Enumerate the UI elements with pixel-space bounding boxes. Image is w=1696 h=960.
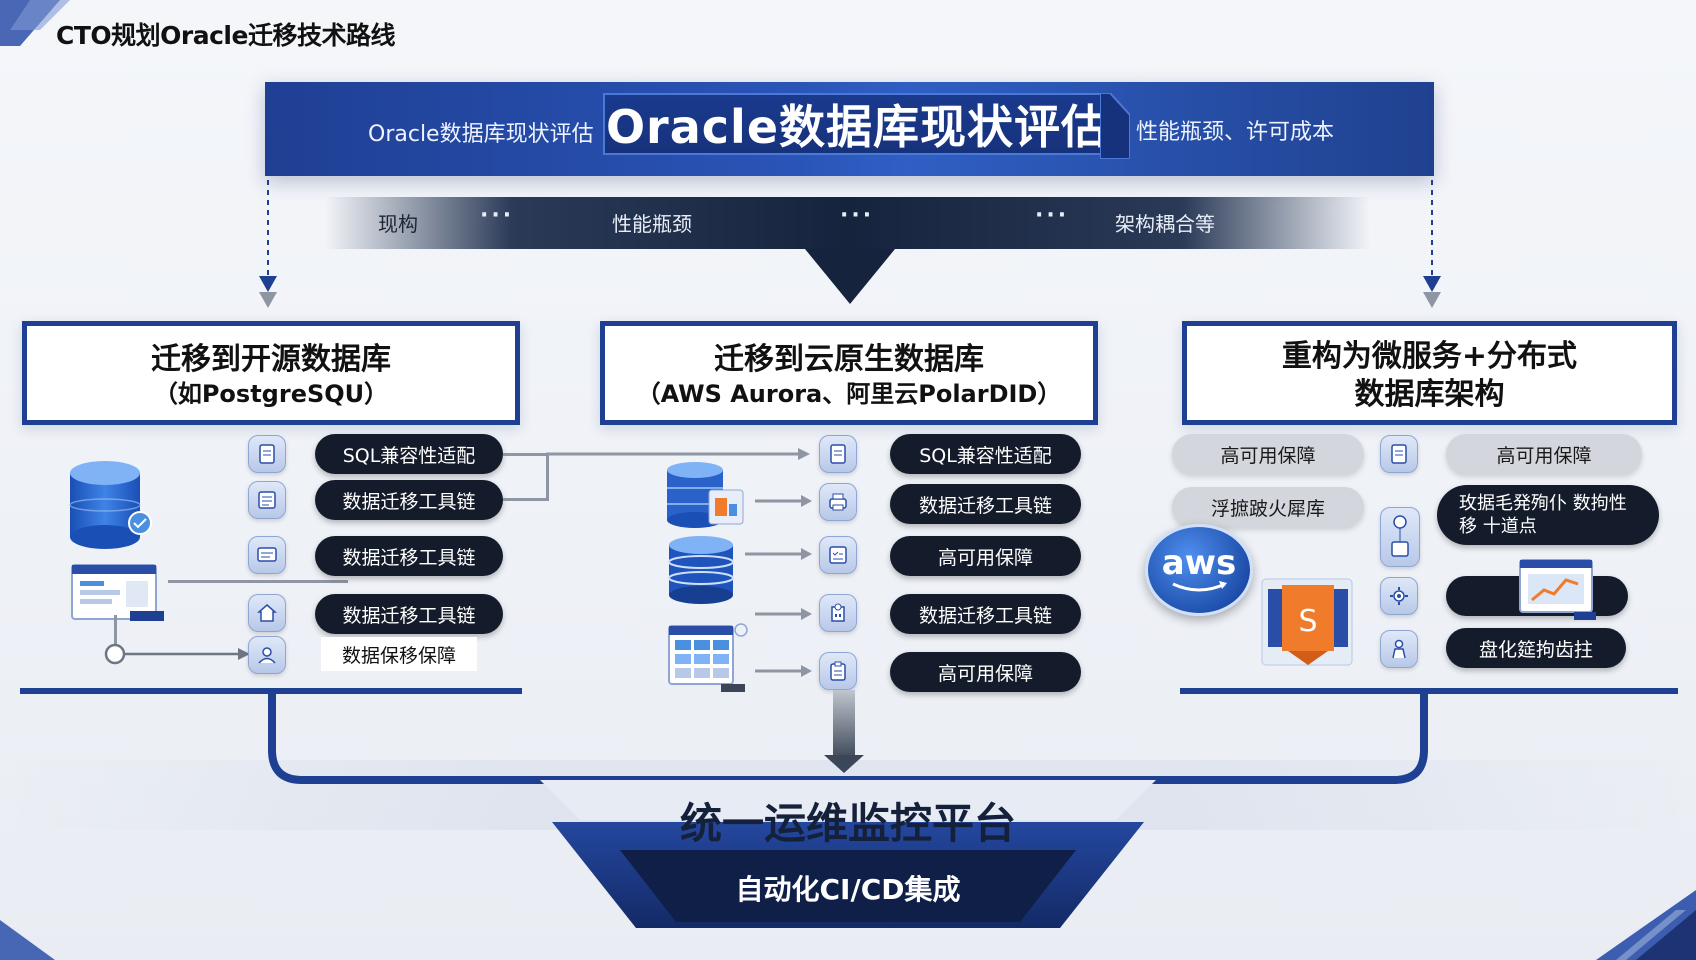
aws-smile-icon bbox=[1172, 581, 1227, 592]
column-open-source-subtitle: （如PostgreSQU） bbox=[153, 379, 389, 408]
database-server-icon bbox=[667, 462, 744, 528]
pill-garbled-3: 盘化筵拘齿拄 bbox=[1446, 628, 1626, 668]
connector-line bbox=[546, 453, 549, 501]
database-cylinder-icon bbox=[69, 461, 152, 549]
pill-data-protection: 数据保移保障 bbox=[321, 637, 477, 671]
connector-arrow bbox=[755, 665, 812, 677]
column-microservices-base bbox=[1180, 688, 1678, 694]
server-rack-icon bbox=[668, 623, 748, 692]
document-icon bbox=[819, 435, 857, 473]
column-cloud-native-subtitle: （AWS Aurora、阿里云PolarDID） bbox=[636, 379, 1062, 408]
column-microservices-subtitle: 数据库架构 bbox=[1354, 376, 1505, 412]
column-microservices-title: 重构为微服务+分布式 bbox=[1281, 339, 1578, 374]
pill-high-availability-2: 高可用保障 bbox=[1446, 434, 1642, 474]
pill-migration-tools-2: 数据迁移工具链 bbox=[890, 594, 1081, 634]
database-stack-icon bbox=[668, 536, 734, 604]
column-open-source-underline bbox=[22, 420, 520, 425]
connector-arrow bbox=[546, 448, 810, 460]
strip-item-1: 现构 bbox=[378, 212, 418, 236]
list-icon bbox=[248, 481, 286, 519]
corner-decoration-top-left bbox=[0, 0, 70, 46]
aws-logo-text: aws bbox=[1161, 543, 1237, 583]
printer-icon bbox=[819, 483, 857, 521]
pill-high-availability: 高可用保障 bbox=[1172, 434, 1364, 474]
settings-icon bbox=[1380, 577, 1418, 615]
corner-decoration-bottom-right bbox=[1596, 890, 1696, 960]
center-down-connector bbox=[833, 690, 855, 760]
pill-sql-compat: SQL兼容性适配 bbox=[890, 434, 1081, 474]
platform-subtitle: 自动化CI/CD集成 bbox=[735, 873, 961, 906]
pill-high-availability: 高可用保障 bbox=[890, 536, 1081, 576]
user-icon bbox=[248, 636, 286, 674]
page-title: CTO规划Oracle迁移技术路线 bbox=[56, 21, 395, 50]
document-icon bbox=[1380, 435, 1418, 473]
monitor-chart-icon bbox=[1519, 559, 1596, 620]
clipboard-icon bbox=[819, 652, 857, 690]
dashed-arrow-left bbox=[259, 180, 277, 308]
strip-item-3: 架构耦合等 bbox=[1115, 212, 1215, 236]
microservice-module-icon: S bbox=[1261, 578, 1353, 666]
connector-line bbox=[114, 615, 117, 645]
pill-sql-compat: SQL兼容性适配 bbox=[315, 434, 503, 474]
connector-arrow bbox=[745, 548, 812, 560]
pill-migration-tools: 数据迁移工具链 bbox=[315, 480, 503, 520]
dashed-arrow-right bbox=[1423, 180, 1441, 308]
connector-line bbox=[168, 580, 348, 583]
pill-high-availability-2: 高可用保障 bbox=[890, 652, 1081, 692]
column-cloud-native-title: 迁移到云原生数据库 bbox=[714, 342, 984, 378]
corner-decoration-bottom-left bbox=[0, 920, 55, 960]
connector-arrow bbox=[104, 643, 250, 665]
strip-dots-1: ··· bbox=[480, 203, 515, 228]
building-icon bbox=[819, 594, 857, 632]
pill-garbled-2: 玫据毛発殉仆 数拘性移 十道点 bbox=[1437, 485, 1659, 545]
strip-down-arrow bbox=[805, 249, 895, 304]
strip-dots-2: ··· bbox=[840, 203, 875, 228]
svg-text:S: S bbox=[1298, 604, 1317, 639]
aws-logo: aws bbox=[1145, 524, 1253, 616]
pill-migration-tools-3: 数据迁移工具链 bbox=[315, 594, 503, 634]
column-microservices-underline bbox=[1182, 420, 1677, 425]
strip-dots-3: ··· bbox=[1035, 203, 1070, 228]
connector-arrow bbox=[755, 495, 812, 507]
platform-bracket bbox=[268, 690, 1428, 928]
home-icon bbox=[248, 594, 286, 632]
pill-migration-tools-2: 数据迁移工具链 bbox=[315, 536, 503, 576]
screen-icon bbox=[248, 536, 286, 574]
column-open-source-header: 迁移到开源数据库 （如PostgreSQU） bbox=[22, 321, 520, 425]
banner-left-label: Oracle数据库现状评估 bbox=[368, 122, 594, 147]
dashboard-window-icon bbox=[71, 564, 164, 621]
center-down-arrowhead bbox=[824, 755, 864, 773]
column-microservices-header: 重构为微服务+分布式 数据库架构 bbox=[1182, 321, 1677, 425]
banner-title-notch bbox=[1100, 93, 1130, 159]
person-icon bbox=[1380, 630, 1418, 668]
connector-line bbox=[503, 498, 548, 501]
banner-right-label: 性能瓶颈、许可成本 bbox=[1136, 120, 1335, 145]
checklist-icon bbox=[819, 536, 857, 574]
pill-migration-tools: 数据迁移工具链 bbox=[890, 484, 1081, 524]
platform-title: 统一运维监控平台 bbox=[679, 799, 1016, 848]
document-icon bbox=[248, 435, 286, 473]
network-icon bbox=[1380, 507, 1420, 567]
banner-title: Oracle数据库现状评估 bbox=[603, 93, 1111, 155]
strip-item-2: 性能瓶颈 bbox=[612, 212, 692, 236]
column-open-source-title: 迁移到开源数据库 bbox=[151, 342, 391, 378]
pill-garbled-1: 浮摭跛火犀库 bbox=[1172, 487, 1364, 527]
column-cloud-native-header: 迁移到云原生数据库 （AWS Aurora、阿里云PolarDID） bbox=[600, 321, 1098, 425]
findings-strip bbox=[325, 197, 1370, 249]
column-cloud-native-underline bbox=[600, 420, 1098, 425]
connector-line bbox=[503, 453, 548, 456]
connector-arrow bbox=[755, 608, 812, 620]
